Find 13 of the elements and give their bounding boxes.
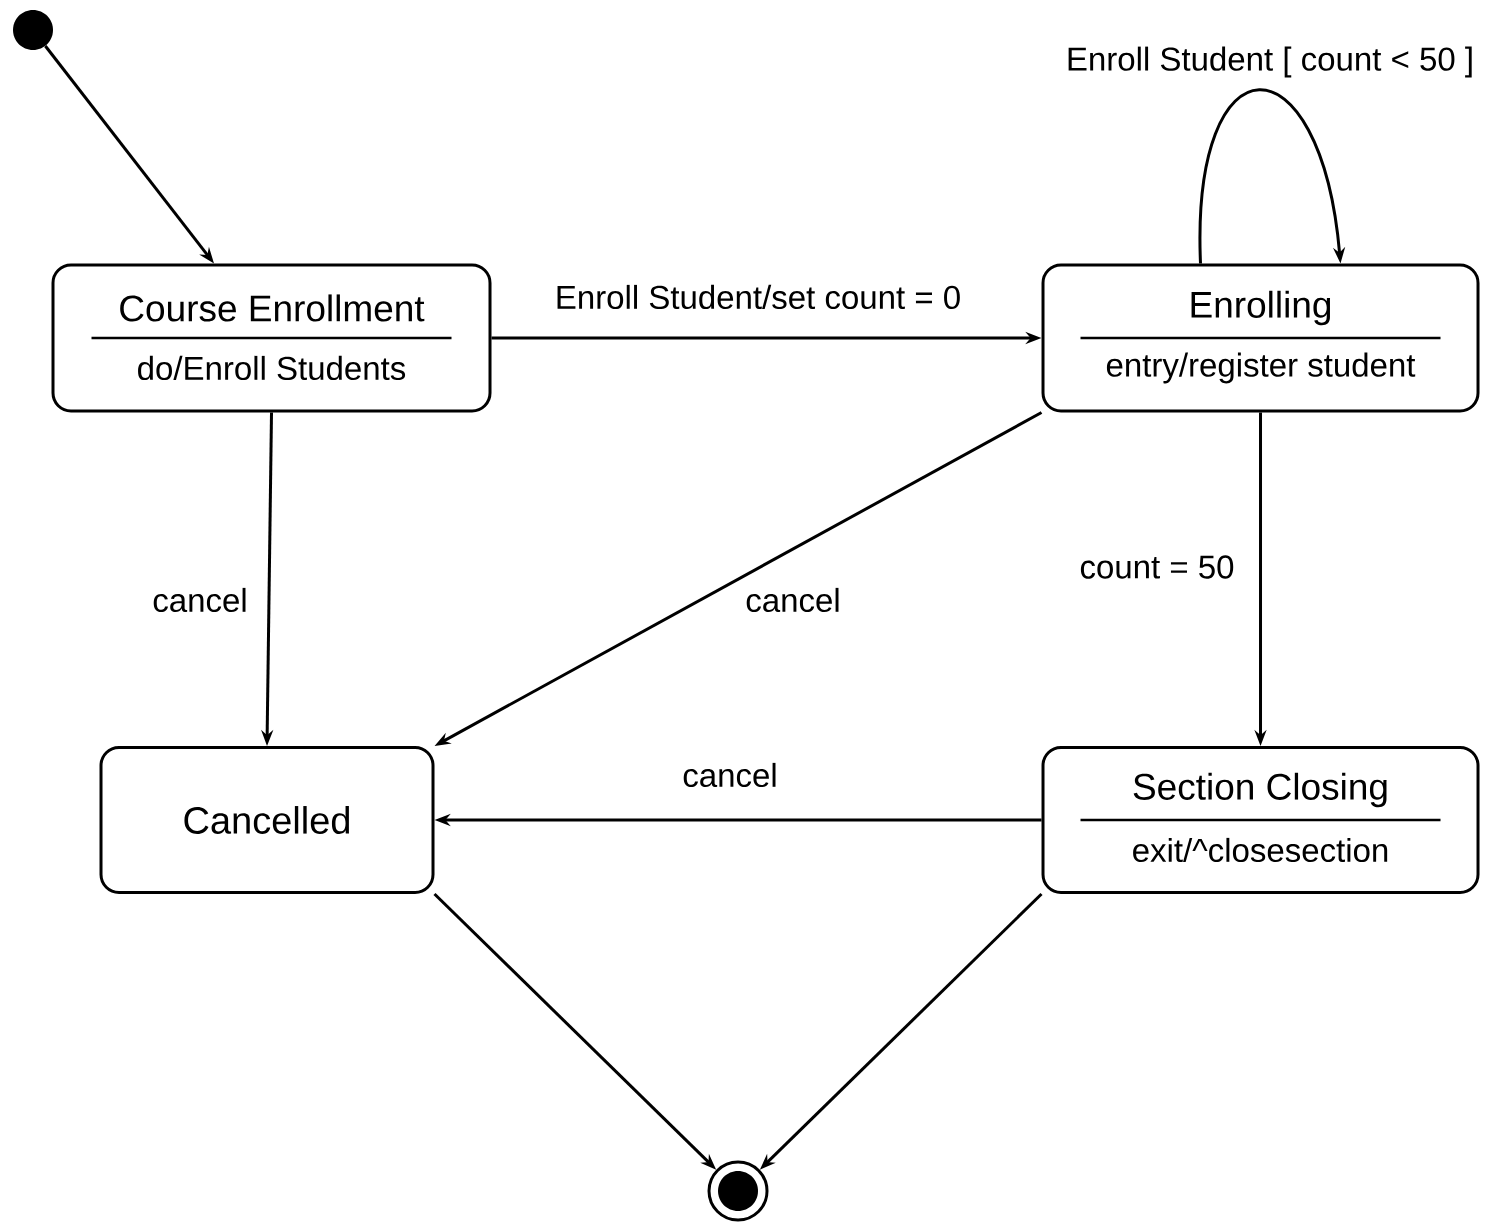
state-box: Enrolling entry/register student [1041, 263, 1480, 413]
state-box: Course Enrollment do/Enroll Students [51, 263, 492, 413]
final-state [707, 1160, 769, 1222]
state-box: Cancelled [99, 746, 435, 894]
edge-label: Enroll Student/set count = 0 [551, 281, 965, 313]
state-box: Section Closing exit/^closesection [1041, 746, 1480, 894]
arrow [1199, 88, 1346, 264]
edge-label: cancel [742, 584, 844, 616]
edge-label: count = 50 [1076, 552, 1238, 582]
initial-state [13, 10, 53, 50]
edge-label: cancel [679, 759, 781, 791]
edge-label: cancel [149, 584, 251, 616]
edge-label: Enroll Student [ count < 50 ] [1062, 43, 1478, 81]
